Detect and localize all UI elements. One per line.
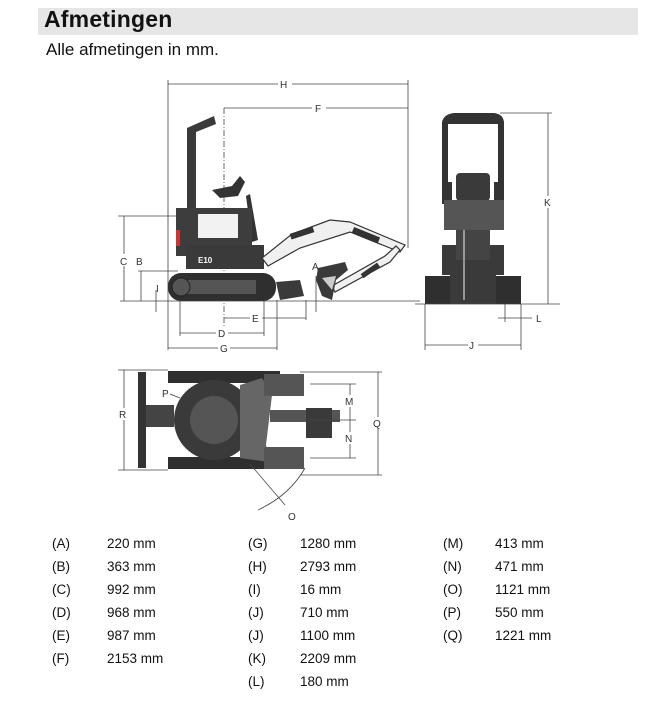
dimension-code: (P) <box>443 605 461 620</box>
dimension-code: (M) <box>443 536 464 551</box>
dimension-code: (B) <box>52 559 70 574</box>
dimension-code: (Q) <box>443 628 463 643</box>
label-h: H <box>280 80 287 91</box>
dimension-value: 1280 mm <box>300 536 357 551</box>
dimension-code: (C) <box>52 582 71 597</box>
label-p: P <box>162 389 169 400</box>
dimension-value: 363 mm <box>107 559 156 574</box>
dimension-code: (E) <box>52 628 70 643</box>
label-i: I <box>156 284 159 295</box>
label-g: G <box>220 344 228 355</box>
dimension-code: (O) <box>443 582 463 597</box>
dimension-code: (K) <box>248 651 266 666</box>
side-view: H F E10 <box>118 78 420 355</box>
machine-badge: E10 <box>198 256 213 265</box>
dimension-value: 220 mm <box>107 536 156 551</box>
dimension-value: 992 mm <box>107 582 156 597</box>
dimension-value: 2209 mm <box>300 651 357 666</box>
label-r: R <box>119 410 126 421</box>
dimension-value: 1100 mm <box>300 628 356 643</box>
dimension-code: (J) <box>248 628 264 643</box>
dimension-code: (I) <box>248 582 261 597</box>
label-k: K <box>544 198 551 209</box>
dimension-value: 2793 mm <box>300 559 357 574</box>
page-subtitle: Alle afmetingen in mm. <box>46 40 219 59</box>
dimension-value: 710 mm <box>300 605 349 620</box>
dimension-code: (L) <box>248 674 265 689</box>
label-n: N <box>345 434 352 445</box>
dimension-value: 16 mm <box>300 582 342 597</box>
dimension-code: (N) <box>443 559 462 574</box>
dimension-code: (D) <box>52 605 71 620</box>
dimension-value: 413 mm <box>495 536 544 551</box>
dimension-value: 2153 mm <box>107 651 164 666</box>
label-m: M <box>345 397 353 408</box>
dimension-value: 471 mm <box>495 559 544 574</box>
label-q: Q <box>373 419 381 430</box>
dimension-value: 1221 mm <box>495 628 552 643</box>
dimension-value: 550 mm <box>495 605 544 620</box>
label-c: C <box>120 257 127 268</box>
label-a: A <box>312 262 319 273</box>
dimension-value: 1121 mm <box>495 582 551 597</box>
front-view: K L J <box>415 112 560 352</box>
label-j: J <box>469 341 474 352</box>
dimension-code: (F) <box>52 651 70 666</box>
dimension-value: 968 mm <box>107 605 156 620</box>
label-l: L <box>536 314 542 325</box>
dimension-code: (J) <box>248 605 264 620</box>
dimension-code: (A) <box>52 536 70 551</box>
dimension-drawing: H F E10 <box>118 78 560 523</box>
dimension-code: (H) <box>248 559 267 574</box>
label-f: F <box>315 104 321 115</box>
label-d: D <box>218 329 225 340</box>
title-bar <box>38 8 638 35</box>
top-view: R P M N Q O <box>118 369 384 523</box>
label-o: O <box>288 512 296 523</box>
dimension-value: 987 mm <box>107 628 156 643</box>
dimension-value: 180 mm <box>300 674 349 689</box>
label-b: B <box>136 257 143 268</box>
label-e: E <box>252 314 259 325</box>
page-title: Afmetingen <box>44 6 173 32</box>
dimension-code: (G) <box>248 536 268 551</box>
